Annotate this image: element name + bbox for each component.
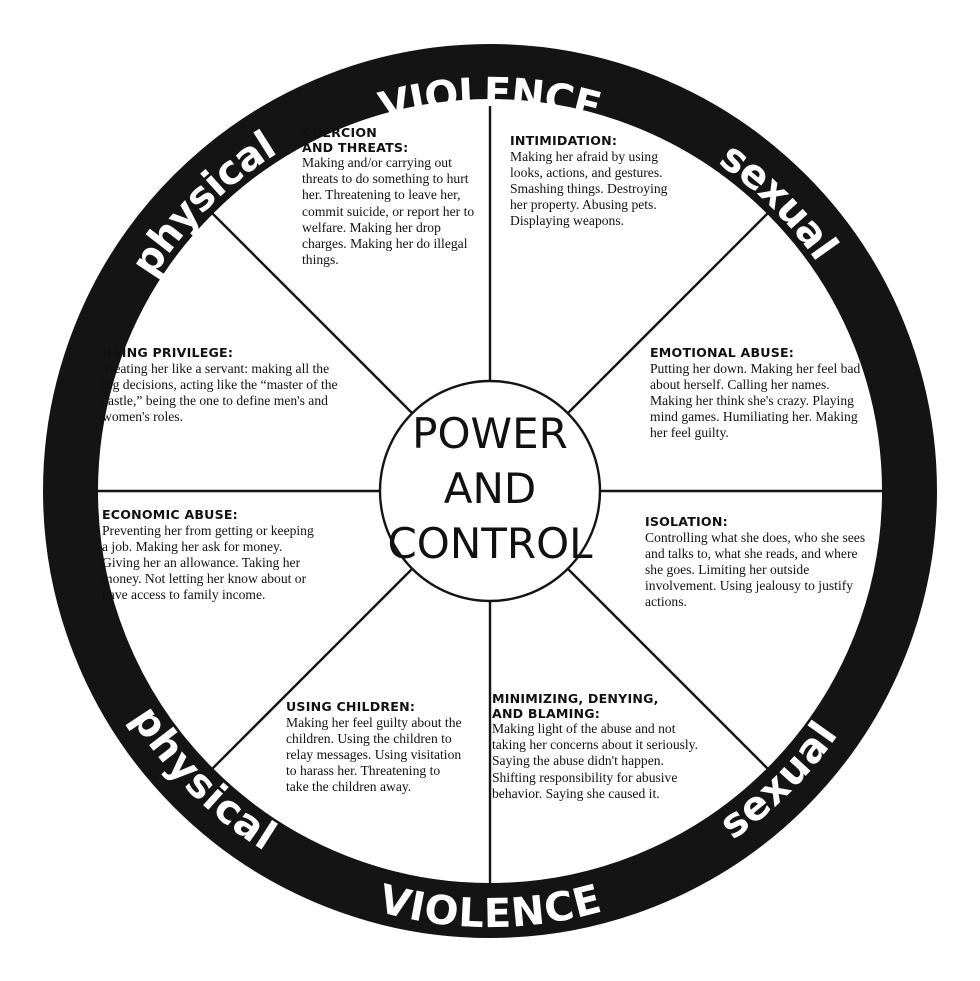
segment-body: Controlling what she does, who she sees …	[645, 529, 866, 610]
segment-heading: EMOTIONAL ABUSE:	[650, 345, 795, 360]
spoke-lower-right	[567, 568, 769, 770]
segment-body: Making light of the abuse and not taking…	[492, 721, 698, 801]
segment-heading: USING CHILDREN:	[286, 699, 416, 714]
segment-heading: ISOLATION:	[645, 514, 728, 529]
segment-body: Putting her down. Making her feel bad ab…	[650, 360, 861, 441]
segment-body: Making and/or carrying out threats to do…	[302, 155, 475, 268]
spoke-upper-right	[567, 212, 769, 414]
hub-circle	[378, 379, 602, 603]
segment-heading: USING PRIVILEGE:	[102, 345, 234, 360]
segment-heading: MINIMIZING, DENYING, AND BLAMING:	[492, 691, 659, 721]
outer-rim	[43, 44, 937, 938]
segment-body: Making her feel guilty about the childre…	[286, 714, 462, 795]
segment-intimidation: INTIMIDATION: Making her afraid by using…	[510, 133, 686, 230]
segment-economic-abuse: ECONOMIC ABUSE: Preventing her from gett…	[102, 507, 320, 604]
segment-body: Treating her like a servant: making all …	[102, 360, 338, 425]
spoke-upper-left	[211, 212, 413, 414]
segment-heading: INTIMIDATION:	[510, 133, 618, 148]
center-line-2: AND	[444, 464, 537, 513]
segment-using-privilege: USING PRIVILEGE: Treating her like a ser…	[102, 345, 342, 425]
segment-body: Preventing her from getting or keeping a…	[102, 522, 314, 603]
center-line-1: POWER	[412, 409, 568, 458]
segment-emotional-abuse: EMOTIONAL ABUSE: Putting her down. Makin…	[650, 345, 872, 442]
center-line-3: CONTROL	[387, 519, 593, 568]
wheel-spokes	[97, 98, 883, 884]
spoke-lower-left	[211, 568, 413, 770]
segment-heading: COERCION AND THREATS:	[302, 125, 409, 155]
segment-isolation: ISOLATION: Controlling what she does, wh…	[645, 514, 875, 611]
segment-minimizing-denying-blaming: MINIMIZING, DENYING, AND BLAMING: Making…	[492, 691, 698, 802]
segment-body: Making her afraid by using looks, action…	[510, 148, 668, 229]
segment-using-children: USING CHILDREN: Making her feel guilty a…	[286, 699, 462, 796]
segment-heading: ECONOMIC ABUSE:	[102, 507, 238, 522]
segment-coercion-threats: COERCION AND THREATS: Making and/or carr…	[302, 125, 480, 268]
